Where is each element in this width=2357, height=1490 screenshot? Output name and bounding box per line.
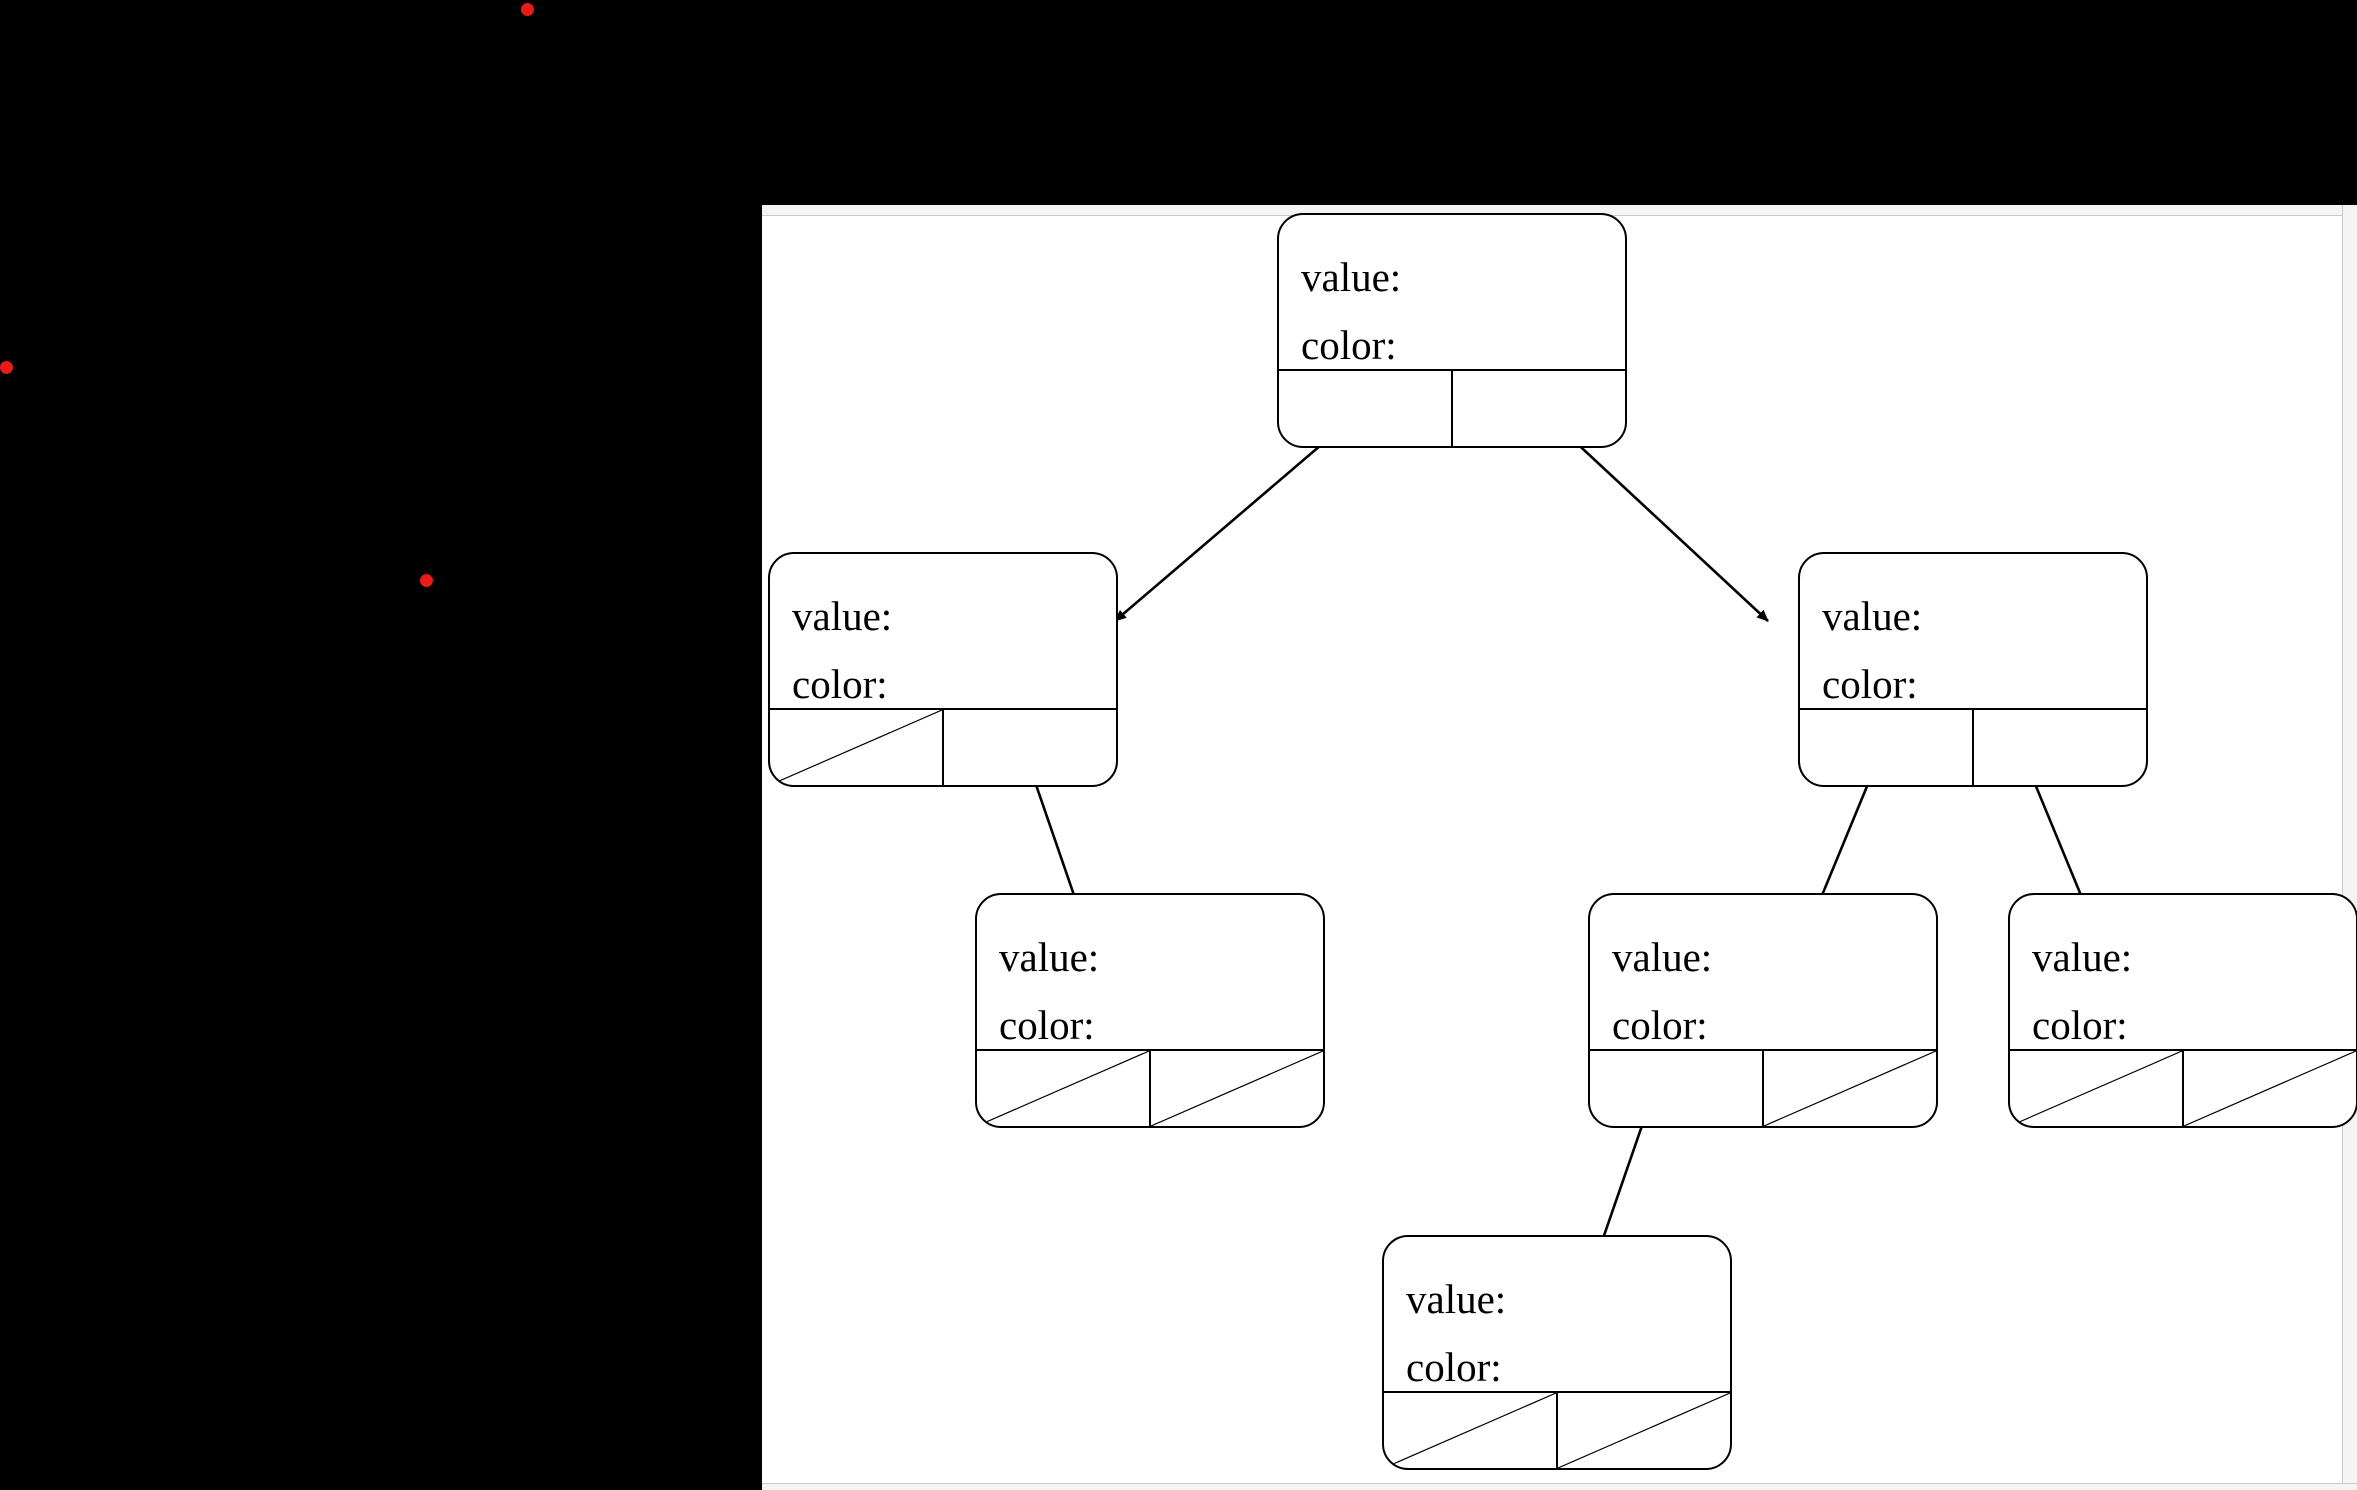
marker-dot-middle <box>420 574 433 587</box>
pointer-cell-right[interactable] <box>1972 710 2146 785</box>
null-slash-icon <box>2010 1051 2182 1126</box>
field-color-label: color: <box>1612 1002 1708 1048</box>
node-fields: value: color: <box>770 554 1116 714</box>
tree-node-right-left[interactable]: value: color: <box>1588 893 1938 1128</box>
node-pointer-bar <box>1384 1391 1730 1468</box>
field-value-label: value: <box>792 593 893 639</box>
field-value-label: value: <box>1612 934 1713 980</box>
tree-node-right-left-left[interactable]: value: color: <box>1382 1235 1732 1470</box>
vertical-scrollbar[interactable] <box>2342 205 2357 1490</box>
tree-node-right-right[interactable]: value: color: <box>2008 893 2357 1128</box>
pointer-cell-left[interactable] <box>1590 1051 1762 1126</box>
node-pointer-bar <box>977 1049 1323 1126</box>
tree-node-left[interactable]: value: color: <box>768 552 1118 787</box>
marker-dot-top <box>521 3 534 16</box>
pointer-cell-right-null[interactable] <box>1149 1051 1323 1126</box>
field-color-label: color: <box>1301 322 1397 368</box>
panel-bottom-chrome <box>762 1483 2357 1490</box>
field-color-label: color: <box>792 661 888 707</box>
node-fields: value: color: <box>1800 554 2146 714</box>
pointer-cell-left[interactable] <box>1800 710 1972 785</box>
pointer-cell-right[interactable] <box>942 710 1116 785</box>
tree-node-right[interactable]: value: color: <box>1798 552 2148 787</box>
pointer-cell-right-null[interactable] <box>1556 1393 1730 1468</box>
pointer-cell-left[interactable] <box>1279 371 1451 446</box>
pointer-cell-right[interactable] <box>1451 371 1625 446</box>
pointer-cell-left-null[interactable] <box>2010 1051 2182 1126</box>
node-fields: value: color: <box>1279 215 1625 375</box>
null-slash-icon <box>1151 1051 1323 1126</box>
pointer-cell-left-null[interactable] <box>1384 1393 1556 1468</box>
field-color-label: color: <box>2032 1002 2128 1048</box>
tree-node-left-right[interactable]: value: color: <box>975 893 1325 1128</box>
field-value-label: value: <box>1301 254 1402 300</box>
node-pointer-bar <box>1800 708 2146 785</box>
diagram-viewport[interactable]: value: color: value: color: <box>762 205 2357 1490</box>
node-fields: value: color: <box>1384 1237 1730 1397</box>
field-value-label: value: <box>2032 934 2133 980</box>
null-slash-icon <box>1384 1393 1556 1468</box>
pointer-cell-left-null[interactable] <box>770 710 942 785</box>
node-pointer-bar <box>1590 1049 1936 1126</box>
node-fields: value: color: <box>977 895 1323 1055</box>
node-pointer-bar <box>770 708 1116 785</box>
pointer-cell-right-null[interactable] <box>1762 1051 1936 1126</box>
tree-node-root[interactable]: value: color: <box>1277 213 1627 448</box>
field-color-label: color: <box>1406 1344 1502 1390</box>
node-fields: value: color: <box>2010 895 2356 1055</box>
null-slash-icon <box>977 1051 1149 1126</box>
pointer-cell-right-null[interactable] <box>2182 1051 2356 1126</box>
null-slash-icon <box>2184 1051 2356 1126</box>
field-value-label: value: <box>1406 1276 1507 1322</box>
node-pointer-bar <box>1279 369 1625 446</box>
field-value-label: value: <box>999 934 1100 980</box>
null-slash-icon <box>1764 1051 1936 1126</box>
field-value-label: value: <box>1822 593 1923 639</box>
node-fields: value: color: <box>1590 895 1936 1055</box>
null-slash-icon <box>770 710 942 785</box>
marker-dot-left <box>0 361 13 374</box>
null-slash-icon <box>1558 1393 1730 1468</box>
node-pointer-bar <box>2010 1049 2356 1126</box>
pointer-cell-left-null[interactable] <box>977 1051 1149 1126</box>
field-color-label: color: <box>999 1002 1095 1048</box>
field-color-label: color: <box>1822 661 1918 707</box>
